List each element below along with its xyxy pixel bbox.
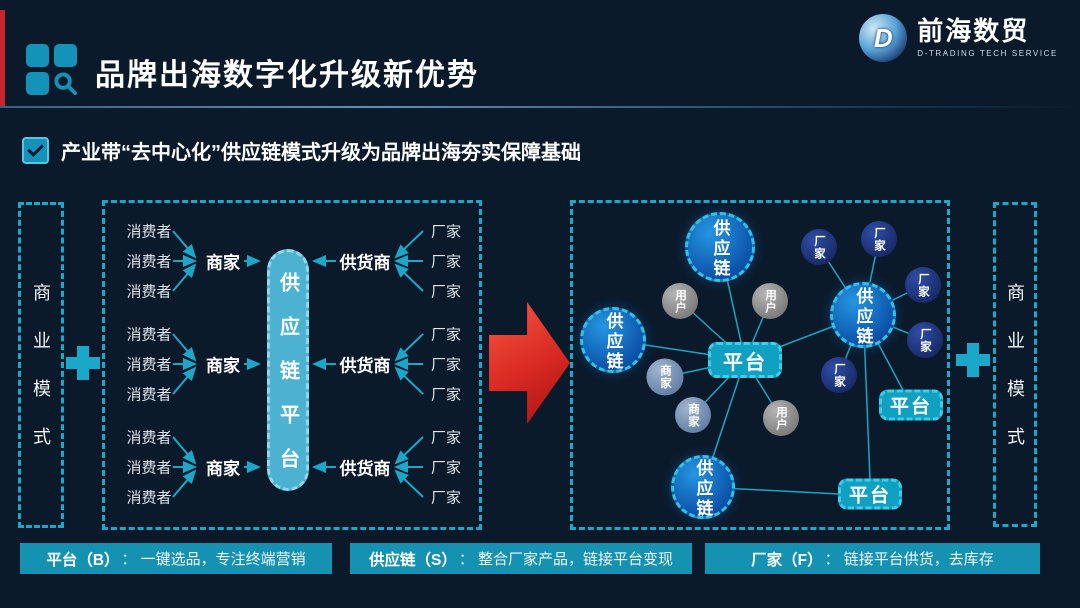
consumer-label: 消费者 [126,489,172,507]
factory-label: 厂家 [919,327,931,353]
merchant-node: 商家 [675,397,711,433]
supply-chain-label: 供应链 [853,286,873,347]
logo-text: 前海数贸 D-TRADING TECH SERVICE [917,15,1058,59]
logo-icon: D [859,14,908,62]
factory-label: 厂家 [430,283,462,301]
subtitle-row: 产业带“去中心化”供应链模式升级为品牌出海夯实保障基础 [22,136,581,165]
legend-factory-label: 厂家（F） [751,551,823,569]
merchant-label: 商家 [659,364,671,390]
plus-icon-right [956,343,990,377]
subtitle: 产业带“去中心化”供应链模式升级为品牌出海夯实保障基础 [61,142,581,164]
factory-label: 厂家 [430,356,462,374]
user-node: 用户 [763,400,799,436]
platform-node-bottom: 平台 [838,478,902,510]
user-node: 用户 [662,283,698,319]
legend-factory-desc: ： 链接平台供货，去库存 [824,551,994,568]
supply-chain-node: 供应链 [685,212,755,282]
legend-supply-chain-label: 供应链（S） [368,551,457,569]
factory-label: 厂家 [430,253,462,271]
grid-search-icon [26,44,78,96]
factory-node: 厂家 [821,357,857,393]
business-model-label: 商业模式 [31,283,51,475]
plus-icon-left [66,346,100,380]
merchant-label: 商家 [206,253,240,273]
factory-node: 厂家 [801,229,837,265]
supply-chain-label: 供应链 [603,311,623,372]
legend-supply-chain: 供应链（S） ： 整合厂家产品，链接平台变现 [350,543,692,574]
factory-label: 厂家 [430,223,462,241]
consumer-label: 消费者 [126,253,172,271]
supply-chain-label: 供应链 [693,458,713,519]
legend-supply-chain-desc: ： 整合厂家产品，链接平台变现 [458,551,673,568]
consumer-label: 消费者 [126,326,172,344]
logo-tagline: D-TRADING TECH SERVICE [917,49,1058,59]
user-label: 用户 [775,405,787,431]
platform-label: 平台 [889,396,932,418]
legend-platform: 平台（B） ： 一键选品，专注终端营销 [20,543,332,574]
supply-chain-label: 供应链 [710,218,730,279]
grid-square [26,72,49,95]
supply-chain-node: 供应链 [671,455,735,519]
logo-name: 前海数贸 [917,15,1030,46]
platform-label: 平台 [848,485,891,507]
factory-label: 厂家 [430,386,462,404]
supply-chain-platform-label: 供应链平台 [276,272,299,492]
page-title: 品牌出海数字化升级新优势 [95,59,479,92]
platform-node-right: 平台 [879,389,943,421]
supplier-label: 供货商 [339,356,391,376]
centralized-model-box: 消费者 消费者 消费者 商家 供货商 厂家 厂家 厂家 消费者 消费者 消费者 … [102,200,482,530]
business-model-box-left: 商业模式 [18,202,64,528]
legend-platform-desc: ： 一键选品，专注终端营销 [121,551,306,568]
business-model-box-right: 商业模式 [993,202,1037,527]
grid-square [26,44,49,67]
supply-chain-node: 供应链 [830,282,896,348]
business-model-label: 商业模式 [1005,282,1025,475]
legend-platform-label: 平台（B） [46,551,120,569]
merchant-label: 商家 [206,356,240,376]
consumer-label: 消费者 [126,356,172,374]
platform-node-center: 平台 [708,342,782,378]
supply-chain-node: 供应链 [580,307,646,373]
magnifier-icon [54,72,78,96]
checkbox-icon [22,137,49,164]
consumer-label: 消费者 [126,386,172,404]
factory-label: 厂家 [430,326,462,344]
user-node: 用户 [752,283,788,319]
supplier-label: 供货商 [339,253,391,273]
factory-node: 厂家 [905,267,941,303]
merchant-label: 商家 [687,402,699,428]
consumer-label: 消费者 [126,223,172,241]
user-label: 用户 [674,288,686,314]
merchant-node: 商家 [646,358,684,396]
factory-label: 厂家 [813,234,825,260]
factory-label: 厂家 [430,489,462,507]
transform-arrow-icon [489,302,570,424]
consumer-label: 消费者 [126,283,172,301]
supply-chain-platform-pill: 供应链平台 [267,249,309,492]
user-label: 用户 [764,288,776,314]
platform-label: 平台 [723,351,767,374]
factory-label: 厂家 [833,362,845,388]
decentralized-model-box: 供应链 供应链 供应链 供应链 用户 用户 用户 商家 商家 厂家 厂家 [570,200,950,530]
factory-label: 厂家 [430,459,462,477]
factory-label: 厂家 [917,272,929,298]
red-accent-strip [0,10,5,106]
factory-node: 厂家 [861,221,897,257]
consumer-label: 消费者 [126,459,172,477]
logo: D 前海数贸 D-TRADING TECH SERVICE [859,14,1058,62]
supplier-label: 供货商 [339,459,391,479]
flow-arrows [172,230,424,498]
header-divider [0,106,1080,108]
consumer-label: 消费者 [126,429,172,447]
grid-square [54,44,77,67]
factory-label: 厂家 [430,429,462,447]
merchant-label: 商家 [206,459,240,479]
factory-label: 厂家 [873,226,885,252]
factory-node: 厂家 [907,322,943,358]
legend-factory: 厂家（F） ： 链接平台供货，去库存 [705,543,1040,574]
